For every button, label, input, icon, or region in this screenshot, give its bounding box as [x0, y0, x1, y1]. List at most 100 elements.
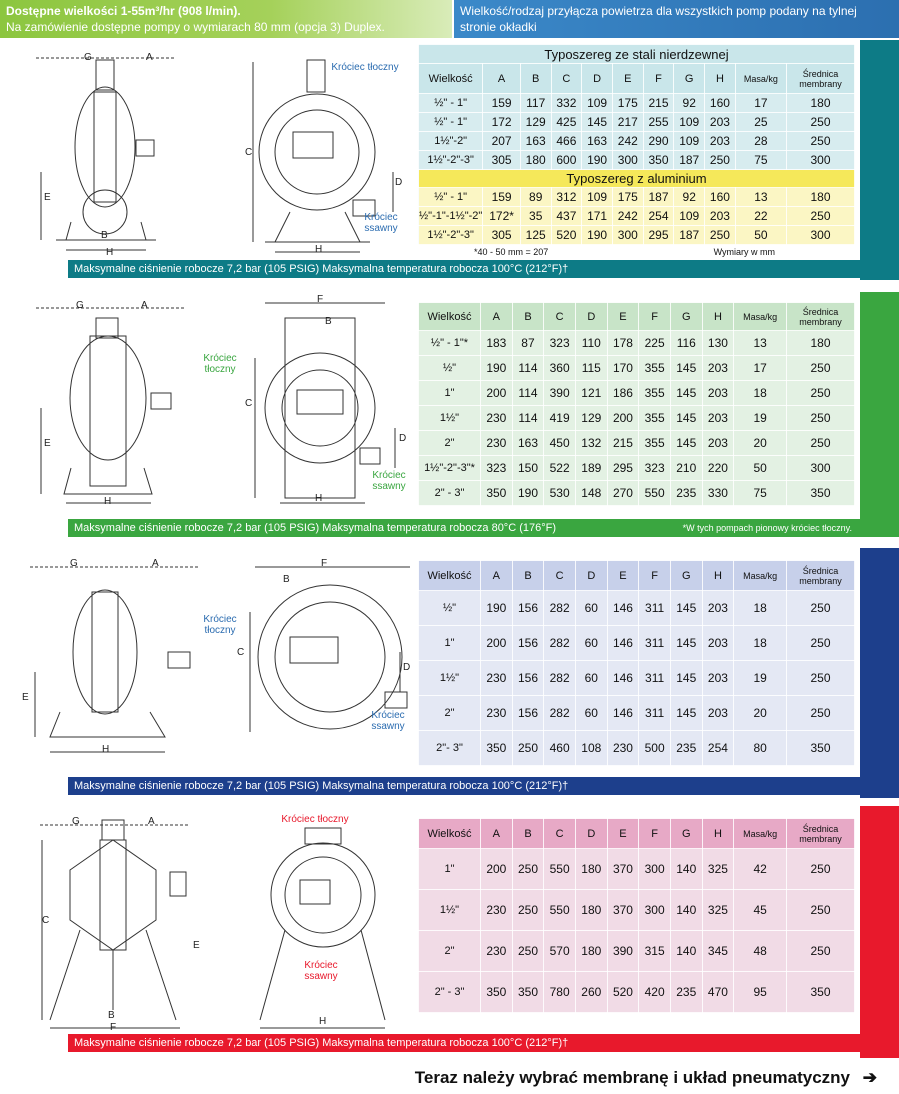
value-cell: 425	[550, 112, 583, 132]
value-cell: 200	[480, 380, 513, 406]
value-cell: 172	[482, 112, 521, 132]
section4-limits-text: Maksymalne ciśnienie robocze 7,2 bar (10…	[74, 1037, 569, 1049]
dim3-label-e: E	[22, 692, 29, 703]
dim4-label-b: B	[108, 1010, 115, 1021]
value-cell: 109	[581, 187, 613, 207]
pump-front-view-diagram: G A E B H	[26, 52, 186, 258]
value-cell: 255	[642, 112, 675, 132]
value-cell: 312	[550, 187, 583, 207]
value-cell: 300	[638, 889, 671, 931]
section-series4: G A C E B F Króciec tłoczny Króciec ssaw…	[0, 806, 899, 1058]
value-cell: 350	[642, 150, 675, 170]
air-connection-banner: Wielkość/rodzaj przyłącza powietrza dla …	[454, 0, 899, 38]
value-cell: 109	[673, 112, 706, 132]
value-cell: 146	[606, 660, 640, 696]
value-cell: 210	[669, 455, 703, 481]
value-cell: 160	[704, 187, 736, 207]
value-cell: 260	[574, 971, 608, 1013]
value-cell: 390	[606, 930, 640, 972]
column-header: D	[574, 560, 608, 591]
discharge-label-3: Króciec tłoczny	[203, 614, 237, 636]
column-header: Średnica membrany	[786, 560, 855, 591]
value-cell: 19	[733, 660, 787, 696]
value-cell: 89	[519, 187, 552, 207]
value-cell: 250	[786, 848, 855, 890]
value-cell: 390	[543, 380, 576, 406]
value-cell: 171	[581, 206, 613, 226]
size-cell: 1½"	[418, 660, 481, 696]
column-header: Masa/kg	[734, 63, 788, 94]
value-cell: 125	[519, 225, 552, 245]
dim3-label-b: B	[283, 574, 290, 585]
value-cell: 250	[511, 930, 545, 972]
value-cell: 20	[733, 430, 787, 456]
value-cell: 25	[734, 112, 788, 132]
value-cell: 300	[611, 150, 644, 170]
value-cell: 114	[511, 380, 545, 406]
value-cell: 114	[511, 405, 545, 431]
value-cell: 332	[550, 93, 583, 113]
value-cell: 323	[480, 455, 513, 481]
value-cell: 145	[669, 430, 703, 456]
value-cell: 235	[669, 480, 703, 506]
value-cell: 19	[733, 405, 787, 431]
section2-limits-text: Maksymalne ciśnienie robocze 7,2 bar (10…	[74, 522, 557, 534]
value-cell: 466	[550, 131, 583, 151]
value-cell: 180	[786, 187, 855, 207]
value-cell: 250	[786, 660, 855, 696]
value-cell: 242	[611, 131, 644, 151]
value-cell: 75	[734, 150, 788, 170]
value-cell: 311	[638, 625, 671, 661]
value-cell: 315	[638, 930, 671, 972]
size-cell: 2"	[418, 695, 481, 731]
size-cell: 2" - 3"	[418, 480, 481, 506]
column-header: C	[543, 818, 576, 849]
value-cell: 180	[574, 930, 608, 972]
value-cell: 148	[574, 480, 608, 506]
value-cell: 360	[543, 355, 576, 381]
value-cell: 350	[786, 480, 855, 506]
value-cell: 500	[638, 730, 671, 766]
pump2-front-view-drawing	[36, 307, 186, 504]
pump2-side-view-drawing	[254, 302, 396, 504]
column-header: Wielkość	[417, 63, 484, 94]
value-cell: 129	[574, 405, 608, 431]
value-cell: 350	[480, 971, 513, 1013]
column-header: G	[669, 818, 703, 849]
section2-bar-note: *W tych pompach pionowy króciec tłoczny.	[682, 523, 852, 533]
column-header: F	[642, 63, 675, 94]
size-cell: ½" - 1"	[417, 112, 484, 132]
value-cell: 110	[574, 330, 608, 356]
column-header: D	[581, 63, 613, 94]
next-step-caption: Teraz należy wybrać membranę i układ pne…	[415, 1068, 877, 1088]
section1-footnote: *40 - 50 mm = 207	[474, 247, 549, 257]
value-cell: 18	[733, 380, 787, 406]
value-cell: 146	[606, 625, 640, 661]
availability-banner: Dostępne wielkości 1-55m³/hr (908 l/min)…	[0, 0, 452, 38]
pump-front-view-drawing	[36, 57, 176, 251]
value-cell: 35	[519, 206, 552, 226]
column-header: Masa/kg	[733, 818, 787, 849]
dim4-label-e: E	[193, 940, 200, 951]
pump4-front-view-diagram: G A C E B F	[30, 810, 200, 1033]
value-cell: 250	[786, 112, 855, 132]
dim-label-h: H	[106, 247, 114, 258]
value-cell: 146	[606, 695, 640, 731]
dim2-label-a: A	[141, 300, 148, 311]
value-cell: 235	[669, 730, 703, 766]
value-cell: 156	[511, 660, 545, 696]
value-cell: 350	[511, 971, 545, 1013]
value-cell: 87	[511, 330, 545, 356]
suction-label-4: Króciec ssawny	[304, 960, 338, 982]
section1-limits-text: Maksymalne ciśnienie robocze 7,2 bar (10…	[74, 263, 569, 275]
dim2-label-g: G	[76, 300, 84, 311]
value-cell: 140	[669, 848, 703, 890]
value-cell: 350	[786, 971, 855, 1013]
size-cell: 2"- 3"	[418, 730, 481, 766]
